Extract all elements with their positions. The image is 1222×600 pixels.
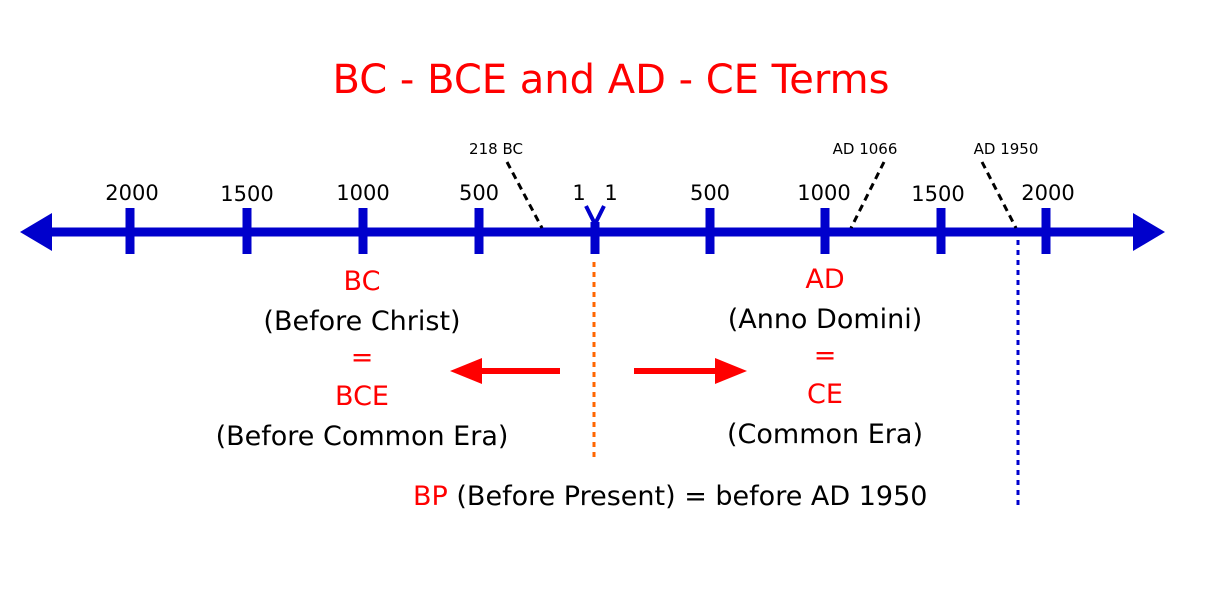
ad-meaning: (Anno Domini) bbox=[728, 304, 923, 335]
ad-equals: = bbox=[814, 340, 837, 371]
bc-direction-arrow bbox=[450, 358, 560, 384]
ad-direction-arrow bbox=[634, 358, 747, 384]
bc-meaning: (Before Christ) bbox=[263, 306, 460, 337]
bce-abbr: BCE bbox=[335, 381, 389, 412]
tick-label-bc-1500: 1500 bbox=[220, 182, 273, 206]
callout-ad1950: AD 1950 bbox=[974, 140, 1039, 158]
tick-labels: 2000 1500 1000 500 1 1 500 1000 1500 200… bbox=[105, 181, 1074, 206]
bp-note: BP (Before Present) = before AD 1950 bbox=[413, 481, 927, 512]
callout-leaders bbox=[505, 161, 1018, 229]
callout-leader-ad1950 bbox=[980, 161, 1018, 229]
tick-label-ad-1500: 1500 bbox=[911, 182, 964, 206]
callout-leader-ad1066 bbox=[849, 161, 886, 229]
bp-abbr: BP bbox=[413, 481, 448, 512]
callout-218bc: 218 BC bbox=[469, 140, 523, 158]
callout-ad1066: AD 1066 bbox=[833, 140, 898, 158]
axis-right-arrowhead bbox=[1133, 213, 1165, 251]
tick-label-bc-1: 1 bbox=[572, 181, 585, 205]
tick-label-ad-1: 1 bbox=[604, 181, 617, 205]
callout-labels: 218 BC AD 1066 AD 1950 bbox=[469, 140, 1038, 158]
bc-abbr: BC bbox=[344, 266, 381, 297]
bp-definition: (Before Present) = before AD 1950 bbox=[448, 481, 928, 512]
callout-leader-218bc bbox=[505, 161, 544, 229]
tick-label-bc-1000: 1000 bbox=[336, 181, 389, 205]
bce-meaning: (Before Common Era) bbox=[216, 421, 509, 452]
tick-label-bc-500: 500 bbox=[459, 181, 499, 205]
bc-equals: = bbox=[351, 342, 374, 373]
tick-label-ad-1000: 1000 bbox=[797, 181, 850, 205]
ce-meaning: (Common Era) bbox=[727, 419, 923, 450]
tick-label-ad-500: 500 bbox=[690, 181, 730, 205]
bc-block: BC (Before Christ) = BCE (Before Common … bbox=[216, 266, 509, 452]
tick-label-bc-2000: 2000 bbox=[105, 181, 158, 205]
axis-left-arrowhead bbox=[20, 213, 52, 251]
year-one-fork bbox=[584, 205, 606, 229]
diagram-title: BC - BCE and AD - CE Terms bbox=[333, 57, 890, 103]
tick-label-ad-2000: 2000 bbox=[1021, 181, 1074, 205]
ad-block: AD (Anno Domini) = CE (Common Era) bbox=[727, 264, 923, 450]
ce-abbr: CE bbox=[807, 379, 843, 410]
ad-abbr: AD bbox=[805, 264, 844, 295]
